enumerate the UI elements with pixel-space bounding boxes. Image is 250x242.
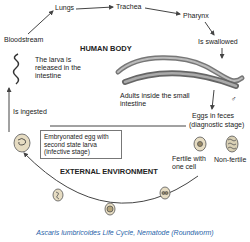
egg-figure (105, 203, 115, 215)
egg-figure (53, 189, 63, 201)
stage-label: Non-fertile (214, 156, 246, 164)
egg-figure (107, 206, 113, 212)
cycle-arrow (222, 48, 223, 58)
worm-figure (125, 73, 236, 86)
stage-box: Embryonated egg with second state larva … (40, 130, 122, 159)
region-label: EXTERNAL ENVIRONMENT (60, 168, 158, 176)
stage-label: Adults inside the small intestine (120, 92, 200, 108)
egg-figure (162, 192, 165, 195)
stage-label: Bloodstream (4, 36, 43, 44)
stage-label: Trachea (116, 3, 141, 11)
stage-label: Eggs in feces (192, 112, 234, 120)
cycle-arrow (205, 22, 214, 35)
cycle-arrow (76, 7, 113, 9)
egg-figure (18, 139, 26, 146)
cycle-arrow (212, 90, 214, 109)
stage-label: Lungs (55, 4, 74, 12)
egg-figure (198, 142, 203, 147)
cycle-arrow (28, 11, 53, 34)
stage-label: The larva is released in the intestine (35, 56, 97, 80)
stage-label: Fertile with one cell (172, 155, 214, 171)
egg-figure (14, 134, 30, 152)
egg-figure (160, 187, 170, 199)
stage-label: Pharynx (183, 12, 209, 20)
sex-symbol: ♂ (231, 95, 236, 103)
stage-label: Is swallowed (198, 38, 238, 46)
egg-figure (194, 137, 206, 151)
divider-line (50, 126, 186, 127)
egg-figure (226, 136, 238, 152)
figure-caption: Ascaris lumbricoides Life Cycle, Nematod… (0, 229, 250, 236)
cycle-arrow (9, 88, 10, 132)
region-label: HUMAN BODY (80, 45, 132, 53)
larva-figure (14, 54, 19, 84)
worm-figure (125, 73, 236, 86)
stage-label: Is ingested (13, 108, 47, 116)
cycle-arrow (145, 8, 180, 14)
cycle-arrow (24, 153, 198, 203)
egg-figure (56, 192, 59, 199)
egg-figure (165, 192, 168, 195)
stage-text: Embryonated egg with second state larva … (44, 133, 118, 156)
stage-label: (diagnostic stage) (189, 121, 244, 129)
egg-figure (228, 139, 236, 149)
